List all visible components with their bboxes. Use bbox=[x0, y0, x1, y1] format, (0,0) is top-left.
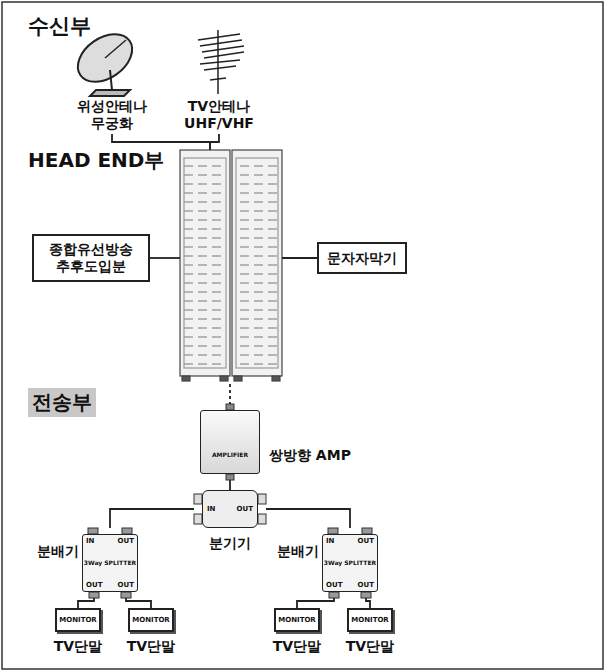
antenna-label: TV안테나 UHF/VHF bbox=[175, 32, 263, 132]
connector bbox=[282, 257, 317, 259]
connector bbox=[210, 134, 219, 150]
node-text: 분배기 bbox=[37, 543, 79, 560]
node-text: OUT bbox=[358, 537, 374, 545]
node-text: MONITOR bbox=[130, 610, 172, 630]
connector bbox=[126, 598, 151, 608]
connector bbox=[366, 598, 370, 608]
node-text: 분배기 bbox=[277, 543, 319, 560]
node-text: OUT bbox=[326, 581, 342, 589]
node-text: OUT bbox=[118, 537, 134, 545]
node-text: TV단말 bbox=[54, 638, 102, 655]
node-text: OUT bbox=[358, 581, 374, 589]
node-text: 쌍방향 AMP bbox=[269, 447, 351, 464]
node-text: 3Way SPLITTER bbox=[83, 559, 137, 566]
node-text: TV단말 bbox=[346, 638, 394, 655]
amplifier: 쌍방향 AMPAMPLIFIER bbox=[200, 410, 260, 474]
monitor: MONITORTV단말 bbox=[274, 608, 320, 632]
connector bbox=[150, 257, 180, 259]
node-text: OUT bbox=[86, 581, 102, 589]
connector bbox=[110, 509, 194, 528]
process-box: 문자자막기 bbox=[317, 242, 407, 274]
monitor: MONITORTV단말 bbox=[347, 608, 393, 632]
node-text: MONITOR bbox=[276, 610, 318, 630]
monitor: MONITORTV단말 bbox=[128, 608, 174, 632]
connector bbox=[297, 598, 334, 608]
node-text: 3Way SPLITTER bbox=[323, 559, 377, 566]
process-box: 종합유선방송 추후도입분 bbox=[32, 234, 150, 282]
connector bbox=[112, 134, 210, 150]
headend-rack: HEAD END부 bbox=[180, 150, 282, 378]
tap: 분기기INOUT bbox=[202, 490, 258, 528]
splitter: 분배기INOUT3Way SPLITTEROUTOUT bbox=[322, 534, 378, 592]
monitor: MONITORTV단말 bbox=[55, 608, 101, 632]
node-text: 위성안테나 무궁화 bbox=[60, 98, 164, 132]
tv-antenna bbox=[198, 30, 244, 94]
splitter: 분배기INOUT3Way SPLITTEROUTOUT bbox=[82, 534, 138, 592]
node-text: TV단말 bbox=[273, 638, 321, 655]
headend-rack bbox=[180, 150, 282, 381]
node-text: 문자자막기 bbox=[327, 250, 397, 267]
antenna-label: 위성안테나 무궁화 bbox=[60, 32, 164, 132]
node-text: 분기기 bbox=[209, 535, 251, 552]
connector bbox=[229, 480, 231, 490]
node-text: TV안테나 UHF/VHF bbox=[175, 98, 263, 132]
node-text: AMPLIFIER bbox=[201, 451, 259, 458]
connector bbox=[229, 384, 231, 404]
connector bbox=[266, 509, 350, 528]
section-title: 수신부 bbox=[28, 12, 91, 40]
node-text: OUT bbox=[118, 581, 134, 589]
node-text: MONITOR bbox=[349, 610, 391, 630]
node-text: 종합유선방송 추후도입분 bbox=[38, 241, 144, 275]
node-text: OUT bbox=[237, 505, 253, 513]
section-title: 전송부 bbox=[28, 388, 96, 417]
node-text: HEAD END부 bbox=[28, 148, 164, 172]
node-text: IN bbox=[207, 505, 215, 513]
node-text: IN bbox=[326, 537, 334, 545]
node-text: TV단말 bbox=[127, 638, 175, 655]
connector bbox=[78, 598, 94, 608]
node-text: IN bbox=[86, 537, 94, 545]
node-text: MONITOR bbox=[57, 610, 99, 630]
